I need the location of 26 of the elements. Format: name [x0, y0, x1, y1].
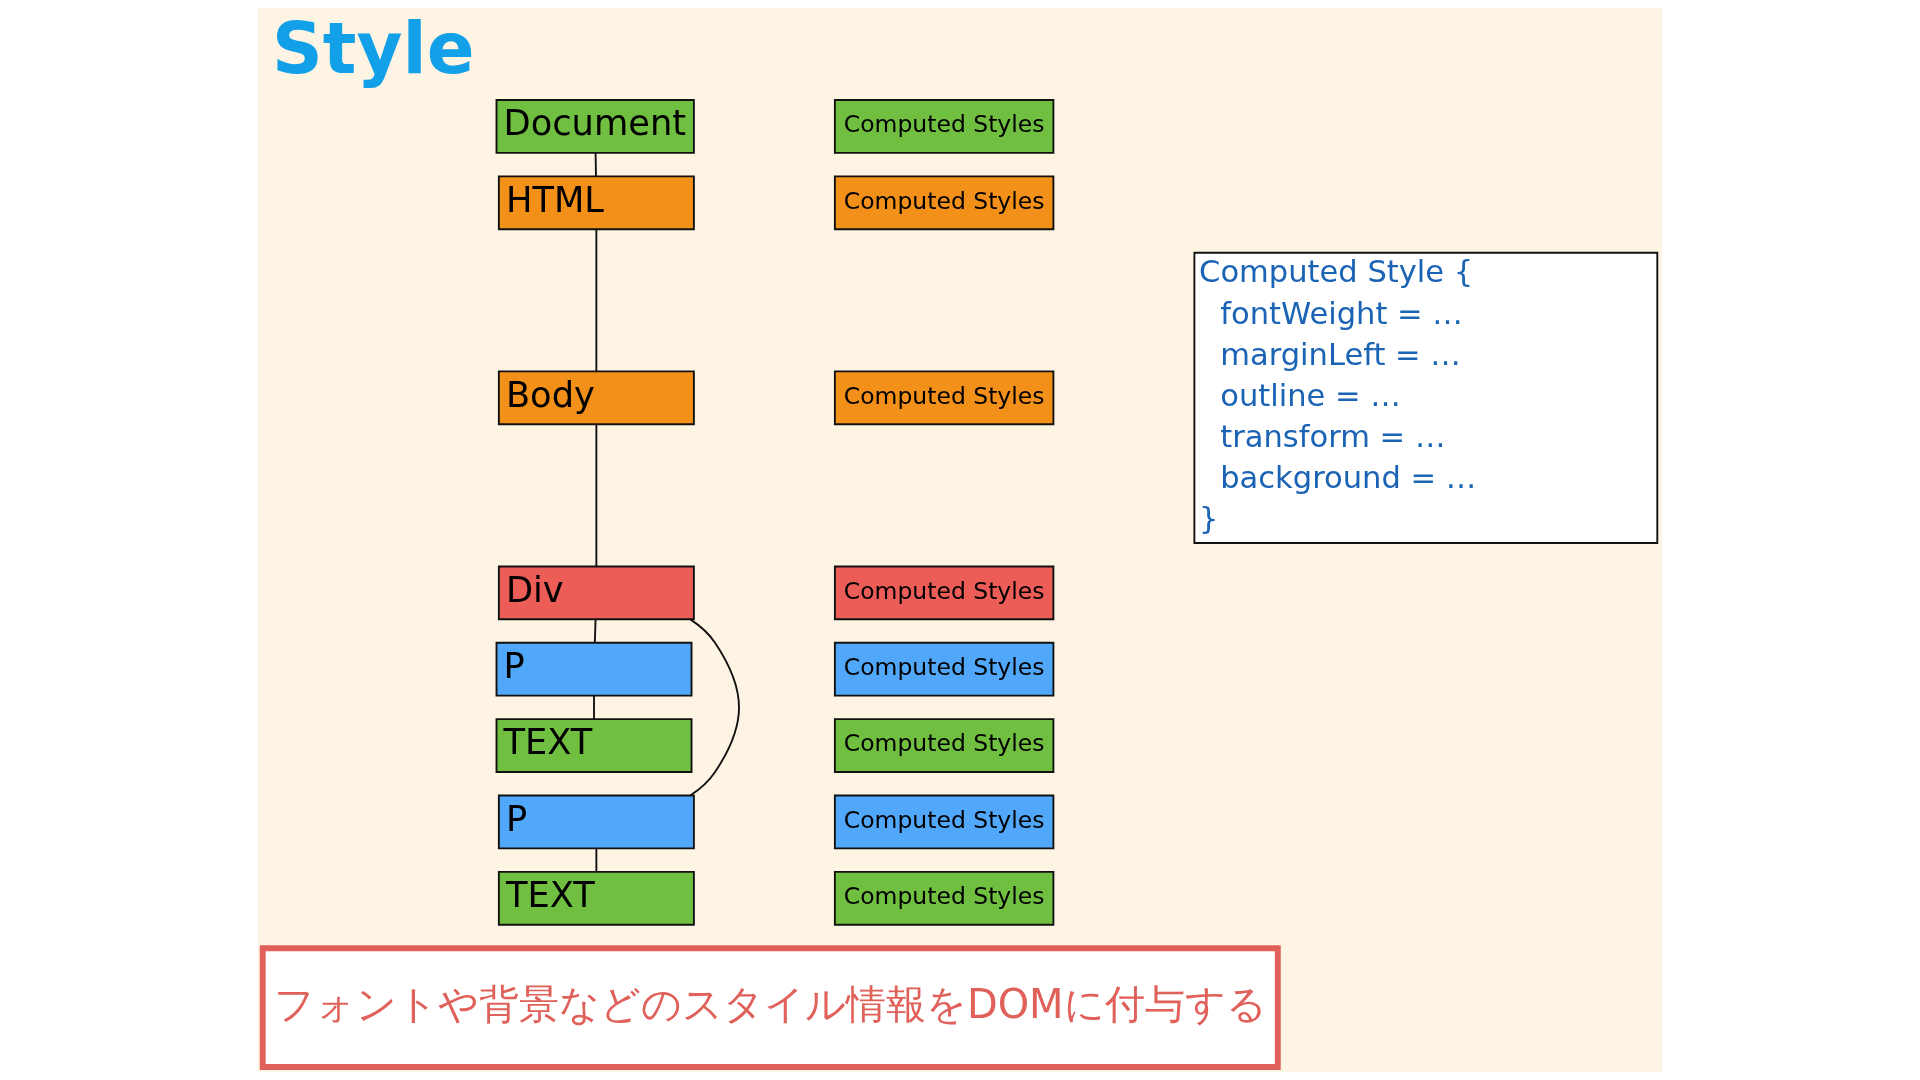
connector: [593, 618, 597, 644]
node-box: HTML: [497, 175, 695, 231]
node-box: Div: [497, 565, 695, 621]
node-box: Document: [495, 99, 695, 154]
connector: [595, 847, 598, 873]
node-box: P: [497, 794, 695, 850]
node-box: TEXT: [495, 718, 693, 773]
connector: [594, 152, 597, 178]
node-box: Computed Styles: [833, 641, 1055, 697]
connector: [593, 694, 595, 721]
connector: [595, 228, 598, 373]
node-box: Computed Styles: [833, 565, 1055, 621]
node-box: Computed Styles: [833, 99, 1055, 154]
node-box: Computed Styles: [833, 794, 1055, 850]
node-box: Computed Style { fontWeight = … marginLeft = … outline = … transform = … background = … }: [1193, 251, 1659, 544]
node-box: フォントや背景などのスタイル情報をDOMに付与する: [259, 945, 1281, 1070]
node-box: Computed Styles: [833, 718, 1055, 773]
diagram-title: Style: [272, 7, 475, 90]
connector: [689, 618, 740, 797]
node-box: Computed Styles: [833, 370, 1055, 426]
node-box: Computed Styles: [833, 870, 1055, 926]
node-box: TEXT: [497, 870, 695, 926]
node-box: Computed Styles: [833, 175, 1055, 231]
node-box: Body: [497, 370, 695, 426]
node-box: P: [495, 641, 693, 697]
connector: [595, 423, 598, 568]
